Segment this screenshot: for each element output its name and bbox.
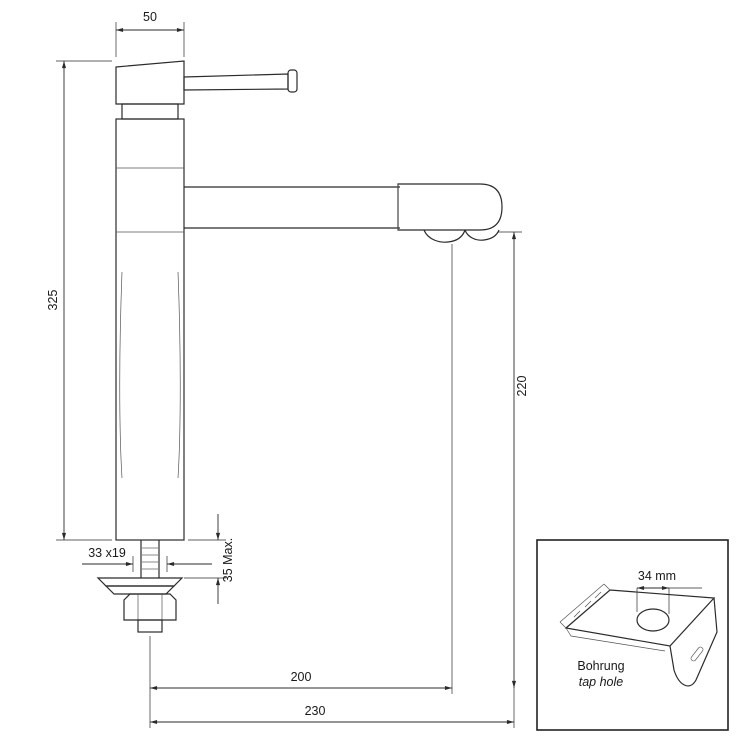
inset-caption-primary: Bohrung (577, 659, 624, 673)
dim-thread: 33 x19 (82, 546, 212, 572)
dim-label-outlet-height: 220 (515, 376, 529, 397)
dim-label-overall-height: 325 (46, 290, 60, 311)
inset-caption-secondary: tap hole (579, 675, 624, 689)
inset-bracket (559, 583, 718, 687)
handle-collar (121, 103, 179, 120)
dim-overall-reach: 230 (149, 688, 515, 728)
faucet-outline (96, 60, 503, 633)
handle-cap (115, 60, 185, 105)
inset-dim-hole: 34 mm (636, 569, 702, 614)
spout (184, 183, 503, 231)
body-column (115, 118, 185, 541)
dim-handle-width: 50 (115, 10, 185, 57)
mounting-hardware (96, 540, 184, 633)
dim-label-max-counter: 35 Max. (221, 538, 235, 582)
dim-label-thread: 33 x19 (88, 546, 126, 560)
dim-label-outlet-reach: 200 (291, 670, 312, 684)
dim-label-handle-width: 50 (143, 10, 157, 24)
inset-box: 34 mm Bohrung tap hole (536, 539, 729, 731)
aerator (423, 229, 500, 243)
dim-max-counter: 35 Max. (184, 514, 235, 604)
inset-tap-hole (636, 608, 670, 632)
dim-label-overall-reach: 230 (305, 704, 326, 718)
inset-dim-label-hole: 34 mm (638, 569, 676, 583)
handle-lever (183, 69, 298, 93)
dim-outlet-height: 220 (498, 231, 529, 688)
dim-outlet-reach: 200 (149, 244, 453, 694)
dim-overall-height: 325 (46, 60, 112, 541)
inset-slot (690, 646, 704, 662)
